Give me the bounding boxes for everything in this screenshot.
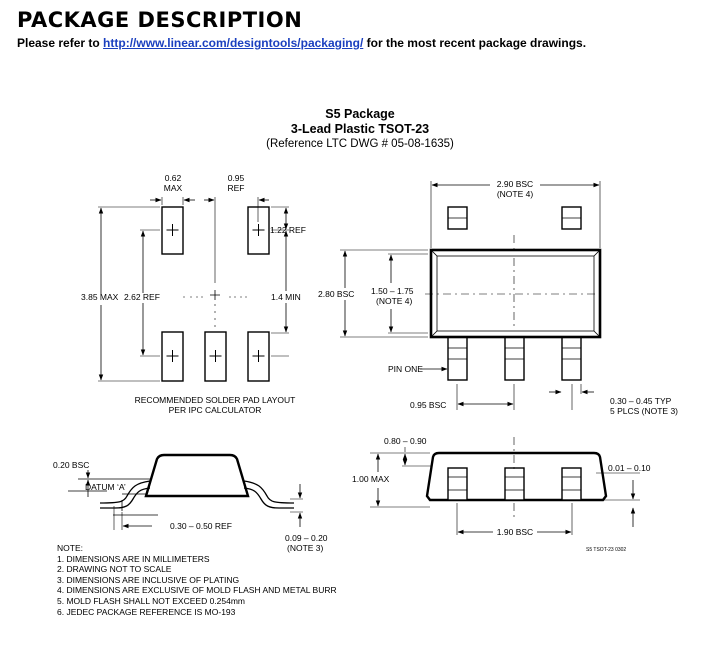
dim-2-90-note: (NOTE 4): [497, 189, 534, 199]
package-reference: (Reference LTC DWG # 05-08-1635): [266, 138, 454, 150]
note-item: 3. DIMENSIONS ARE INCLUSIVE OF PLATING: [57, 574, 240, 585]
package-body-top: [429, 248, 602, 339]
dim-1-50-1-75: 1.50 – 1.75: [371, 286, 414, 296]
dim-2-62-ref: 2.62 REF: [124, 292, 160, 302]
dim-0-09-note: (NOTE 3): [287, 543, 324, 553]
top-view-labels: 2.90 BSC (NOTE 4) 2.80 BSC 1.50 – 1.75 (…: [318, 179, 678, 416]
lead-bottom-center: [504, 335, 525, 381]
dim-1-50-note: (NOTE 4): [376, 296, 413, 306]
package-name: S5 Package: [325, 107, 395, 121]
dim-0-20-bsc: 0.20 BSC: [53, 460, 89, 470]
side-view-right: [370, 437, 640, 535]
note-item: 1. DIMENSIONS ARE IN MILLIMETERS: [57, 553, 210, 564]
page-title: PACKAGE DESCRIPTION: [17, 8, 303, 32]
pad-bottom-center: [204, 331, 227, 382]
pad-centers: [166, 224, 265, 362]
package-body-side: [144, 453, 250, 498]
intro-suffix: for the most recent package drawings.: [363, 36, 587, 50]
dim-1-00-max: 1.00 MAX: [352, 474, 390, 484]
dim-0-95-bsc: 0.95 BSC: [410, 400, 446, 410]
side-view-right-labels: 0.80 – 0.90 1.00 MAX 0.01 – 0.10 1.90 BS…: [352, 436, 651, 553]
side-view-left-labels: 0.20 BSC DATUM ‘A’ 0.30 – 0.50 REF 0.09 …: [53, 460, 328, 553]
notes-block: NOTE: 1. DIMENSIONS ARE IN MILLIMETERS 2…: [57, 543, 337, 617]
packaging-link[interactable]: http://www.linear.com/designtools/packag…: [103, 36, 364, 50]
lead-bottom-left: [447, 335, 468, 381]
dim-0-01-0-10: 0.01 – 0.10: [608, 463, 651, 473]
solder-pad-caption-2: PER IPC CALCULATOR: [169, 405, 262, 415]
note-item: 5. MOLD FLASH SHALL NOT EXCEED 0.254mm: [57, 595, 246, 606]
side-view-left: [68, 453, 303, 530]
solder-pad-labels: 0.62 MAX 0.95 REF 1.22 REF 3.85 MAX 2.62…: [81, 173, 306, 415]
pad-bottom-left: [161, 331, 184, 382]
solder-pad-caption: RECOMMENDED SOLDER PAD LAYOUT: [135, 395, 296, 405]
pin-one-label: PIN ONE: [388, 364, 423, 374]
intro-prefix: Please refer to: [17, 36, 104, 50]
dim-0-95-ref: REF: [228, 183, 245, 193]
dim-0-09-0-20: 0.09 – 0.20: [285, 533, 328, 543]
lead-bottom-right: [561, 335, 582, 381]
package-heading: S5 Package 3-Lead Plastic TSOT-23 (Refer…: [260, 107, 460, 152]
intro-text: Please refer to http://www.linear.com/de…: [17, 36, 586, 50]
dim-2-80-bsc: 2.80 BSC: [318, 289, 354, 299]
note-item: 4. DIMENSIONS ARE EXCLUSIVE OF MOLD FLAS…: [57, 585, 337, 596]
dim-0-30-0-45: 0.30 – 0.45 TYP: [610, 396, 672, 406]
pad-top-left: [161, 206, 184, 255]
note-item: 2. DRAWING NOT TO SCALE: [57, 564, 172, 575]
solder-pad-layout: [98, 197, 289, 382]
dim-1-22-ref: 1.22 REF: [270, 225, 306, 235]
dim-0-95: 0.95: [228, 173, 245, 183]
dim-0-80-0-90: 0.80 – 0.90: [384, 436, 427, 446]
dim-0-62: 0.62: [165, 173, 182, 183]
dim-3-85-max: 3.85 MAX: [81, 292, 119, 302]
note-item: 6. JEDEC PACKAGE REFERENCE IS MO-193: [57, 606, 236, 617]
dim-2-90-bsc: 2.90 BSC: [497, 179, 533, 189]
drawing-code: S5 TSOT-23 0302: [586, 547, 626, 553]
dim-0-62-max: MAX: [164, 183, 183, 193]
lead-front-left: [447, 467, 468, 501]
dim-0-30-0-50-ref: 0.30 – 0.50 REF: [170, 521, 232, 531]
dim-1-4-min: 1.4 MIN: [271, 292, 301, 302]
top-view: [340, 181, 602, 410]
pad-top-right: [247, 206, 270, 255]
pad-bottom-right: [247, 331, 270, 382]
package-type: 3-Lead Plastic TSOT-23: [290, 122, 430, 136]
dim-0-30-note: 5 PLCS (NOTE 3): [610, 406, 678, 416]
notes-heading: NOTE:: [57, 543, 83, 553]
lead-front-right: [561, 467, 582, 501]
datum-a-label: DATUM ‘A’: [85, 482, 126, 492]
dim-1-90-bsc: 1.90 BSC: [497, 527, 533, 537]
lead-front-center: [504, 467, 525, 501]
